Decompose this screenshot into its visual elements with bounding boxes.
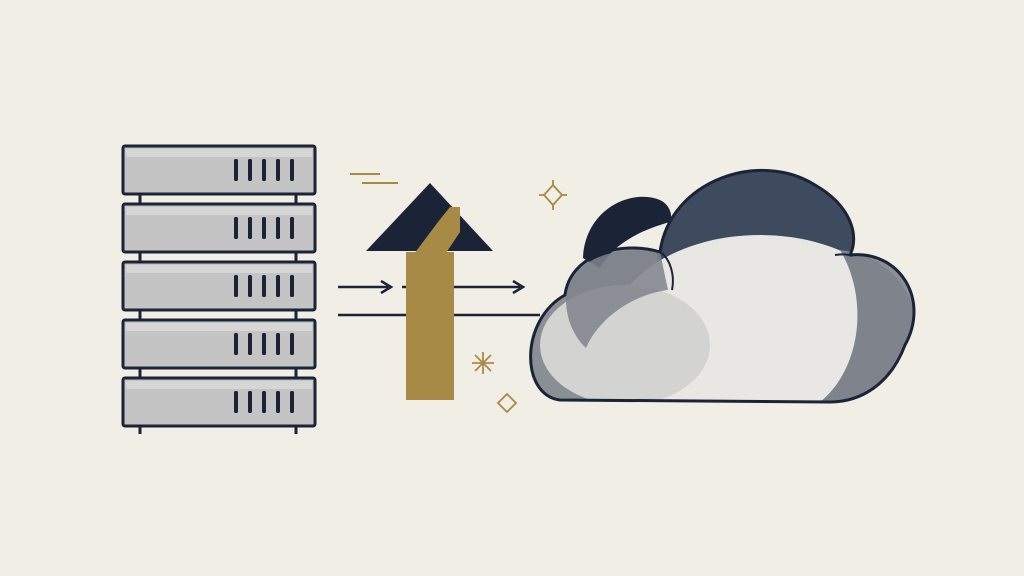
server-vent [276, 275, 280, 297]
sparkle-burst-icon [472, 352, 494, 374]
server-unit-face [121, 318, 317, 370]
server-vent [234, 159, 238, 181]
server-rack-icon [121, 144, 317, 434]
server-vent [248, 159, 252, 181]
arrow-head [366, 183, 493, 251]
server-vent [276, 159, 280, 181]
cloud-outline [529, 169, 916, 404]
cloud-icon [529, 169, 916, 404]
flow-arrowhead-long [512, 279, 526, 295]
server-vent [290, 217, 294, 239]
server-vent [234, 217, 238, 239]
server-vent [248, 217, 252, 239]
server-vent [290, 159, 294, 181]
server-unit [121, 202, 317, 254]
server-vent [290, 275, 294, 297]
server-vent [262, 333, 266, 355]
server-connectors [138, 194, 298, 378]
server-unit-highlight [126, 265, 312, 273]
server-unit [121, 376, 317, 428]
cloud-inner-curve-left [659, 251, 674, 291]
cloud-right-shade [820, 250, 914, 402]
server-unit-highlight [126, 323, 312, 331]
server-vent [248, 391, 252, 413]
server-vent [234, 391, 238, 413]
server-vent [290, 333, 294, 355]
cloud-inner-curve-right [834, 253, 853, 257]
arrow-accent-band [408, 207, 460, 262]
server-vent [290, 391, 294, 413]
server-vent [234, 333, 238, 355]
server-vent [276, 391, 280, 413]
server-vent [262, 275, 266, 297]
server-unit [121, 318, 317, 370]
server-unit-face [121, 144, 317, 196]
server-vent [276, 333, 280, 355]
diamond-outline-icon [496, 392, 518, 414]
cloud-dark-bubble [583, 196, 672, 268]
arrow-shaft [406, 252, 454, 400]
server-unit [121, 144, 317, 196]
server-unit [121, 260, 317, 312]
server-vent [262, 159, 266, 181]
server-vent [262, 217, 266, 239]
upload-arrow-icon [350, 173, 493, 400]
flow-arrowhead-short [380, 279, 394, 295]
server-unit-highlight [126, 381, 312, 389]
server-vent [248, 275, 252, 297]
cloud-left-shadow [566, 250, 668, 348]
server-units [121, 144, 317, 428]
sparkle-diamond-icon [539, 180, 567, 210]
server-vent [248, 333, 252, 355]
server-vent [262, 391, 266, 413]
server-vent [276, 217, 280, 239]
server-unit-face [121, 376, 317, 428]
server-unit-highlight [126, 207, 312, 215]
server-unit-highlight [126, 149, 312, 157]
server-unit-face [121, 202, 317, 254]
server-unit-face [121, 260, 317, 312]
server-vent [234, 275, 238, 297]
